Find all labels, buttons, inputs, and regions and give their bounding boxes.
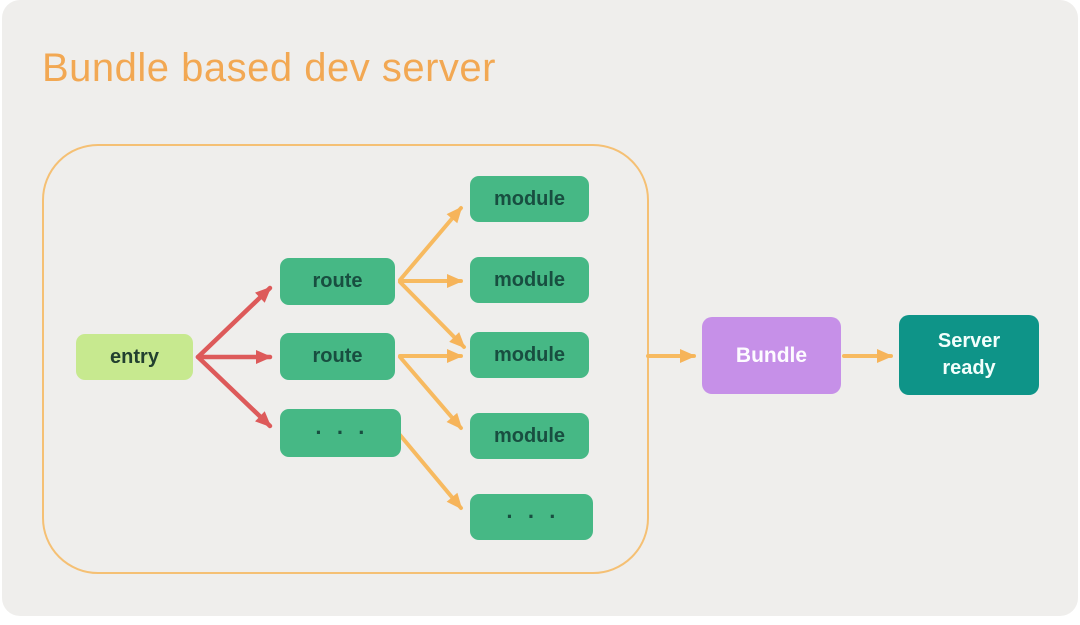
module-node-4: module [470, 413, 589, 459]
bundler-group-outline [42, 144, 649, 574]
entry-node: entry [76, 334, 193, 380]
arrow-route-1-to-module-1 [398, 206, 463, 282]
module-node-3: module [470, 332, 589, 378]
arrow-route-1-to-module-3 [398, 280, 466, 349]
module-node-2: module [470, 257, 589, 303]
page-title: Bundle based dev server [42, 46, 496, 90]
route-node-overflow: · · · [280, 409, 401, 457]
arrow-route-overflow-to-module-overflow [398, 433, 463, 510]
module-node-overflow: · · · [470, 494, 593, 540]
module-node-1: module [470, 176, 589, 222]
route-node-1: route [280, 258, 395, 305]
arrow-route-2-to-module-4 [398, 355, 463, 430]
server-ready-node: Server ready [899, 315, 1039, 395]
arrow-entry-to-route-overflow [195, 354, 273, 429]
route-node-2: route [280, 333, 395, 380]
arrow-entry-to-route-1 [195, 285, 273, 360]
bundle-node: Bundle [702, 317, 841, 394]
